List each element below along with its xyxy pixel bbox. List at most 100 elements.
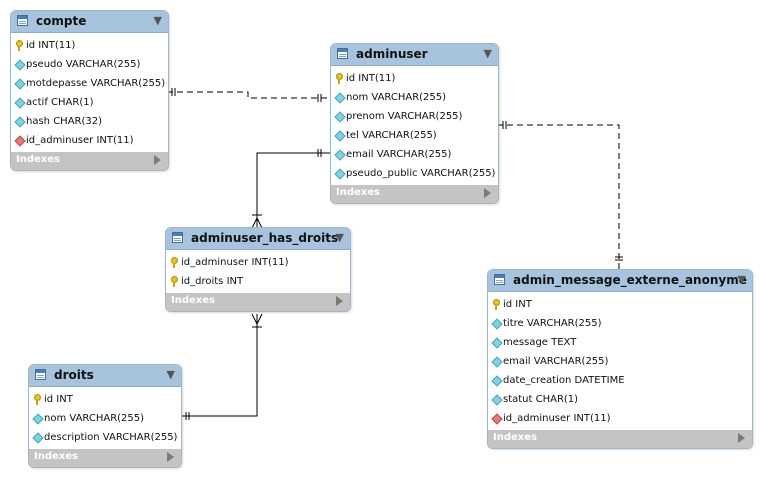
expand-arrow-icon[interactable] bbox=[167, 452, 174, 462]
column-icon bbox=[334, 111, 346, 123]
column-row[interactable]: nom VARCHAR(255) bbox=[331, 88, 498, 107]
indexes-section[interactable]: Indexes bbox=[166, 293, 350, 311]
column-row[interactable]: id INT bbox=[488, 295, 752, 314]
table-icon bbox=[17, 15, 28, 26]
column-row[interactable]: message TEXT bbox=[488, 333, 752, 352]
column-label: date_creation DATETIME bbox=[503, 375, 625, 386]
indexes-section[interactable]: Indexes bbox=[488, 430, 752, 448]
column-row[interactable]: id_adminuser INT(11) bbox=[488, 409, 752, 428]
table-header[interactable]: compte ▼ bbox=[11, 11, 168, 33]
column-row[interactable]: titre VARCHAR(255) bbox=[488, 314, 752, 333]
column-row[interactable]: tel VARCHAR(255) bbox=[331, 126, 498, 145]
primary-key-icon bbox=[16, 40, 23, 51]
collapse-arrow-icon[interactable]: ▼ bbox=[335, 231, 344, 244]
column-icon bbox=[14, 59, 26, 71]
column-row[interactable]: email VARCHAR(255) bbox=[331, 145, 498, 164]
column-icon bbox=[334, 130, 346, 142]
column-row[interactable]: pseudo VARCHAR(255) bbox=[11, 55, 168, 74]
collapse-arrow-icon[interactable]: ▼ bbox=[483, 47, 492, 60]
indexes-section[interactable]: Indexes bbox=[29, 449, 181, 467]
table-droits[interactable]: droits ▼ id INT nom VARCHAR(255) descrip… bbox=[28, 364, 182, 468]
column-icon bbox=[32, 432, 44, 444]
column-icon bbox=[32, 413, 44, 425]
column-label: id INT(11) bbox=[26, 40, 76, 51]
column-row[interactable]: date_creation DATETIME bbox=[488, 371, 752, 390]
table-header[interactable]: adminuser_has_droits ▼ bbox=[166, 228, 350, 250]
column-row[interactable]: id_droits INT bbox=[166, 272, 350, 291]
relationship-adminuser-admin-message[interactable] bbox=[497, 121, 623, 270]
column-label: message TEXT bbox=[503, 337, 577, 348]
table-header[interactable]: admin_message_externe_anonyme ▼ bbox=[488, 270, 752, 292]
column-list: id_adminuser INT(11) id_droits INT bbox=[166, 250, 350, 293]
collapse-arrow-icon[interactable]: ▼ bbox=[737, 273, 746, 286]
table-header[interactable]: adminuser ▼ bbox=[331, 44, 498, 66]
expand-arrow-icon[interactable] bbox=[336, 296, 343, 306]
table-adminuser[interactable]: adminuser ▼ id INT(11) nom VARCHAR(255) … bbox=[330, 43, 499, 204]
table-icon bbox=[172, 232, 183, 243]
indexes-section[interactable]: Indexes bbox=[331, 185, 498, 203]
column-row[interactable]: id INT bbox=[29, 390, 181, 409]
collapse-arrow-icon[interactable]: ▼ bbox=[153, 14, 162, 27]
relationship-compte-adminuser[interactable] bbox=[167, 88, 330, 102]
column-row[interactable]: prenom VARCHAR(255) bbox=[331, 107, 498, 126]
relationship-droits-adminuser-has-droits[interactable] bbox=[181, 313, 263, 420]
indexes-label: Indexes bbox=[34, 451, 78, 462]
column-row[interactable]: description VARCHAR(255) bbox=[29, 428, 181, 447]
table-adminuser-has-droits[interactable]: adminuser_has_droits ▼ id_adminuser INT(… bbox=[165, 227, 351, 312]
indexes-label: Indexes bbox=[16, 154, 60, 165]
column-label: pseudo VARCHAR(255) bbox=[26, 59, 141, 70]
column-list: id INT nom VARCHAR(255) description VARC… bbox=[29, 387, 181, 449]
column-label: prenom VARCHAR(255) bbox=[346, 111, 463, 122]
column-label: id_droits INT bbox=[181, 276, 244, 287]
column-row[interactable]: id_adminuser INT(11) bbox=[166, 253, 350, 272]
primary-key-icon bbox=[171, 276, 178, 287]
column-row[interactable]: statut CHAR(1) bbox=[488, 390, 752, 409]
expand-arrow-icon[interactable] bbox=[738, 433, 745, 443]
expand-arrow-icon[interactable] bbox=[484, 188, 491, 198]
column-label: titre VARCHAR(255) bbox=[503, 318, 602, 329]
column-label: email VARCHAR(255) bbox=[503, 356, 609, 367]
primary-key-icon bbox=[493, 299, 500, 310]
column-row[interactable]: email VARCHAR(255) bbox=[488, 352, 752, 371]
relationship-adminuser-adminuser-has-droits[interactable] bbox=[251, 149, 330, 229]
column-icon bbox=[491, 375, 503, 387]
collapse-arrow-icon[interactable]: ▼ bbox=[166, 368, 175, 381]
indexes-section[interactable]: Indexes bbox=[11, 152, 168, 170]
column-icon bbox=[14, 78, 26, 90]
primary-key-icon bbox=[171, 257, 178, 268]
column-label: id INT(11) bbox=[346, 73, 396, 84]
column-row[interactable]: actif CHAR(1) bbox=[11, 93, 168, 112]
column-row[interactable]: pseudo_public VARCHAR(255) bbox=[331, 164, 498, 183]
column-list: id INT(11) pseudo VARCHAR(255) motdepass… bbox=[11, 33, 168, 152]
column-row[interactable]: id INT(11) bbox=[331, 69, 498, 88]
column-row[interactable]: id_adminuser INT(11) bbox=[11, 131, 168, 150]
column-label: id_adminuser INT(11) bbox=[26, 135, 134, 146]
column-label: id INT bbox=[503, 299, 532, 310]
column-label: motdepasse VARCHAR(255) bbox=[26, 78, 166, 89]
column-icon bbox=[14, 116, 26, 128]
table-icon bbox=[35, 369, 46, 380]
column-row[interactable]: nom VARCHAR(255) bbox=[29, 409, 181, 428]
expand-arrow-icon[interactable] bbox=[154, 155, 161, 165]
column-label: id_adminuser INT(11) bbox=[181, 257, 289, 268]
table-header[interactable]: droits ▼ bbox=[29, 365, 181, 387]
table-admin-message-externe-anonyme[interactable]: admin_message_externe_anonyme ▼ id INT t… bbox=[487, 269, 753, 449]
column-label: nom VARCHAR(255) bbox=[44, 413, 145, 424]
column-label: nom VARCHAR(255) bbox=[346, 92, 447, 103]
column-row[interactable]: id INT(11) bbox=[11, 36, 168, 55]
column-row[interactable]: motdepasse VARCHAR(255) bbox=[11, 74, 168, 93]
column-label: id INT bbox=[44, 394, 73, 405]
column-label: pseudo_public VARCHAR(255) bbox=[346, 168, 496, 179]
column-row[interactable]: hash CHAR(32) bbox=[11, 112, 168, 131]
primary-key-icon bbox=[336, 73, 343, 84]
indexes-label: Indexes bbox=[171, 295, 215, 306]
column-label: actif CHAR(1) bbox=[26, 97, 94, 108]
table-title: adminuser bbox=[356, 47, 428, 61]
table-compte[interactable]: compte ▼ id INT(11) pseudo VARCHAR(255) … bbox=[10, 10, 169, 171]
table-title: compte bbox=[36, 14, 87, 28]
column-icon bbox=[334, 92, 346, 104]
column-icon bbox=[491, 318, 503, 330]
indexes-label: Indexes bbox=[336, 187, 380, 198]
